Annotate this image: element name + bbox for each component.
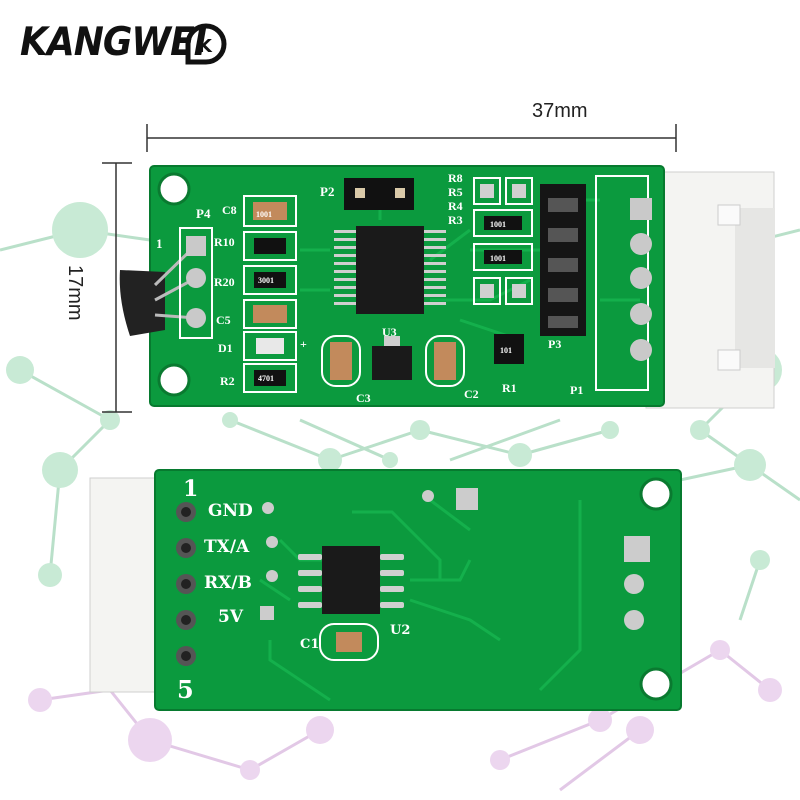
- label-p2: P2: [320, 184, 334, 199]
- label-back-pin-5: 5: [177, 675, 194, 704]
- sensor-component: [119, 270, 165, 336]
- brand-logo-mark: K: [198, 36, 213, 57]
- label-pin-5v: 5V: [218, 607, 244, 627]
- label-p4: P4: [196, 206, 211, 221]
- u3-chip: [356, 226, 424, 314]
- label-c8: C8: [222, 203, 237, 217]
- resistor-marking-1001-b: 1001: [490, 220, 506, 229]
- label-pin-gnd: GND: [208, 501, 253, 521]
- label-u3: U3: [382, 325, 397, 339]
- brand-logo-icon: K: [185, 23, 227, 65]
- resistor-marking-1001-a: 1001: [256, 210, 272, 219]
- width-dimension-label: 37mm: [532, 100, 588, 122]
- u2-chip: [322, 546, 380, 614]
- label-r4: R4: [448, 199, 463, 213]
- label-p1: P1: [570, 383, 583, 397]
- label-r3: R3: [448, 213, 463, 227]
- back-pcb-body: [155, 470, 681, 710]
- label-pin-one: 1: [156, 236, 163, 251]
- back-connector: [89, 477, 159, 693]
- label-pin-rx-b: RX/B: [204, 573, 252, 593]
- brand-name: KANGWEI: [20, 19, 207, 66]
- label-r10: R10: [214, 235, 235, 249]
- label-c2: C2: [464, 387, 479, 401]
- resistor-marking-101: 101: [500, 346, 512, 355]
- label-r5: R5: [448, 185, 463, 199]
- label-r8: R8: [448, 171, 463, 185]
- label-c3: C3: [356, 391, 371, 405]
- label-p3: P3: [548, 337, 561, 351]
- label-pin-tx-a: TX/A: [204, 537, 250, 557]
- resistor-marking-1001-c: 1001: [490, 254, 506, 263]
- label-back-pin-1: 1: [183, 476, 198, 502]
- label-r20: R20: [214, 275, 235, 289]
- label-r2: R2: [220, 374, 235, 388]
- label-u2: U2: [390, 623, 410, 638]
- label-r1: R1: [502, 381, 517, 395]
- label-plus: +: [300, 337, 307, 351]
- resistor-marking-4701: 4701: [258, 374, 274, 383]
- label-c5: C5: [216, 313, 231, 327]
- label-c1: C1: [300, 637, 319, 652]
- label-d1: D1: [218, 341, 233, 355]
- resistor-marking-3001: 3001: [258, 276, 274, 285]
